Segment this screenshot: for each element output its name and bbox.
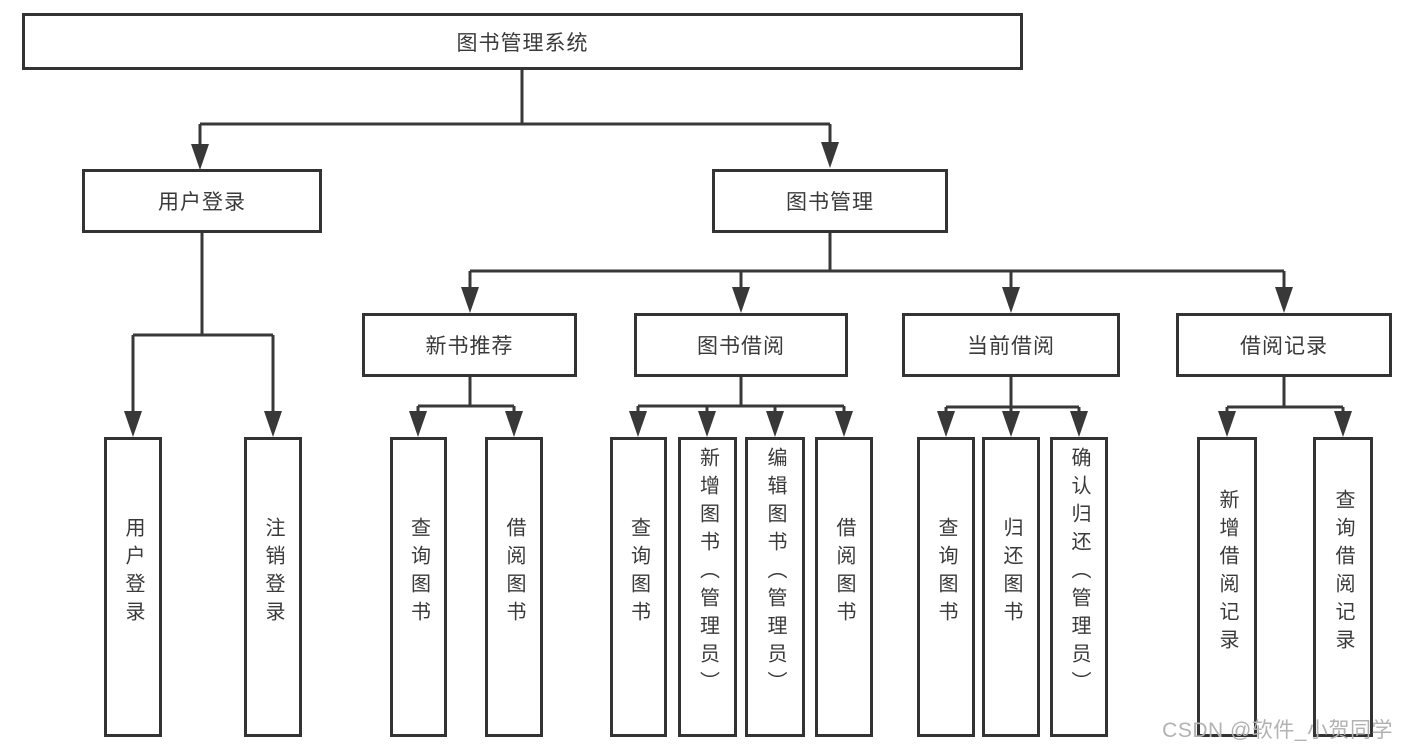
leaf-label: 编辑图书（管理员） <box>764 447 786 699</box>
leaf-label: 确认归还（管理员） <box>1068 447 1090 699</box>
leaf-label: 借阅图书 <box>503 517 525 629</box>
node-leaf-query-borrow-record: 查询借阅记录 <box>1313 437 1373 737</box>
node-leaf-add-books: 新增图书（管理员） <box>678 437 737 737</box>
leaf-label: 查询图书 <box>407 517 430 629</box>
node-leaf-confirm-return: 确认归还（管理员） <box>1050 437 1108 737</box>
node-leaf-query-books-borrow: 查询图书 <box>610 437 667 737</box>
connector-new-book-rec-children <box>409 377 523 437</box>
leaf-label: 注销登录 <box>262 517 284 629</box>
leaf-label: 归还图书 <box>1000 517 1022 629</box>
leaf-label: 新增借阅记录 <box>1216 489 1238 657</box>
node-new-book-rec: 新书推荐 <box>362 313 577 377</box>
node-current-borrow: 当前借阅 <box>902 313 1120 377</box>
node-book-borrow: 图书借阅 <box>634 313 848 377</box>
node-leaf-query-books-rec: 查询图书 <box>390 437 447 737</box>
leaf-label: 借阅图书 <box>833 517 855 629</box>
node-root: 图书管理系统 <box>22 13 1023 70</box>
node-borrow-record: 借阅记录 <box>1176 313 1392 377</box>
node-leaf-borrow-books-rec: 借阅图书 <box>485 437 543 737</box>
connector-root-to-level2 <box>191 70 839 170</box>
node-book-mgmt: 图书管理 <box>712 169 948 233</box>
connector-book-borrow-children <box>629 377 853 437</box>
connector-borrow-record-children <box>1218 377 1352 437</box>
leaf-label: 查询图书 <box>627 517 650 629</box>
node-leaf-logout: 注销登录 <box>244 437 302 737</box>
node-user-login: 用户登录 <box>82 169 322 233</box>
leaf-label: 用户登录 <box>122 517 144 629</box>
node-leaf-edit-books: 编辑图书（管理员） <box>745 437 805 737</box>
node-leaf-user-login: 用户登录 <box>104 437 162 737</box>
connector-book-mgmt-children <box>461 233 1293 313</box>
node-leaf-query-books-current: 查询图书 <box>917 437 975 737</box>
leaf-label: 查询借阅记录 <box>1332 489 1354 657</box>
connector-current-borrow-children <box>937 377 1088 437</box>
connector-user-login-children <box>124 233 282 437</box>
csdn-watermark: CSDN @软件_小贺同学 <box>1162 719 1393 742</box>
leaf-label: 新增图书（管理员） <box>696 447 719 699</box>
node-leaf-add-borrow-record: 新增借阅记录 <box>1197 437 1257 737</box>
node-leaf-return-books: 归还图书 <box>982 437 1040 737</box>
leaf-label: 查询图书 <box>935 517 957 629</box>
node-leaf-borrow-books-borrow: 借阅图书 <box>815 437 873 737</box>
